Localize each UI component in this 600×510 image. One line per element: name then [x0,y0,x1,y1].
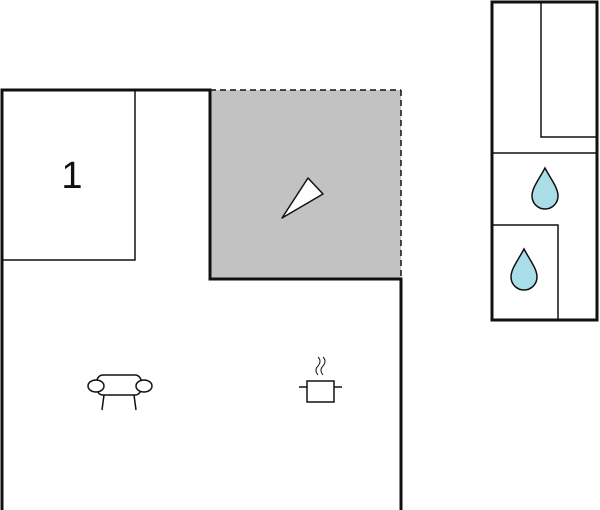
water-drop-icon [531,166,559,210]
bedroom-number-label: 1 [61,155,82,197]
cooking-pot-icon [299,356,342,403]
sofa-icon [87,374,153,411]
terrace-sun-icon [281,177,324,219]
water-drop-icon [510,247,538,291]
bathroom-annex [490,0,599,322]
bedroom-1 [1,89,136,261]
